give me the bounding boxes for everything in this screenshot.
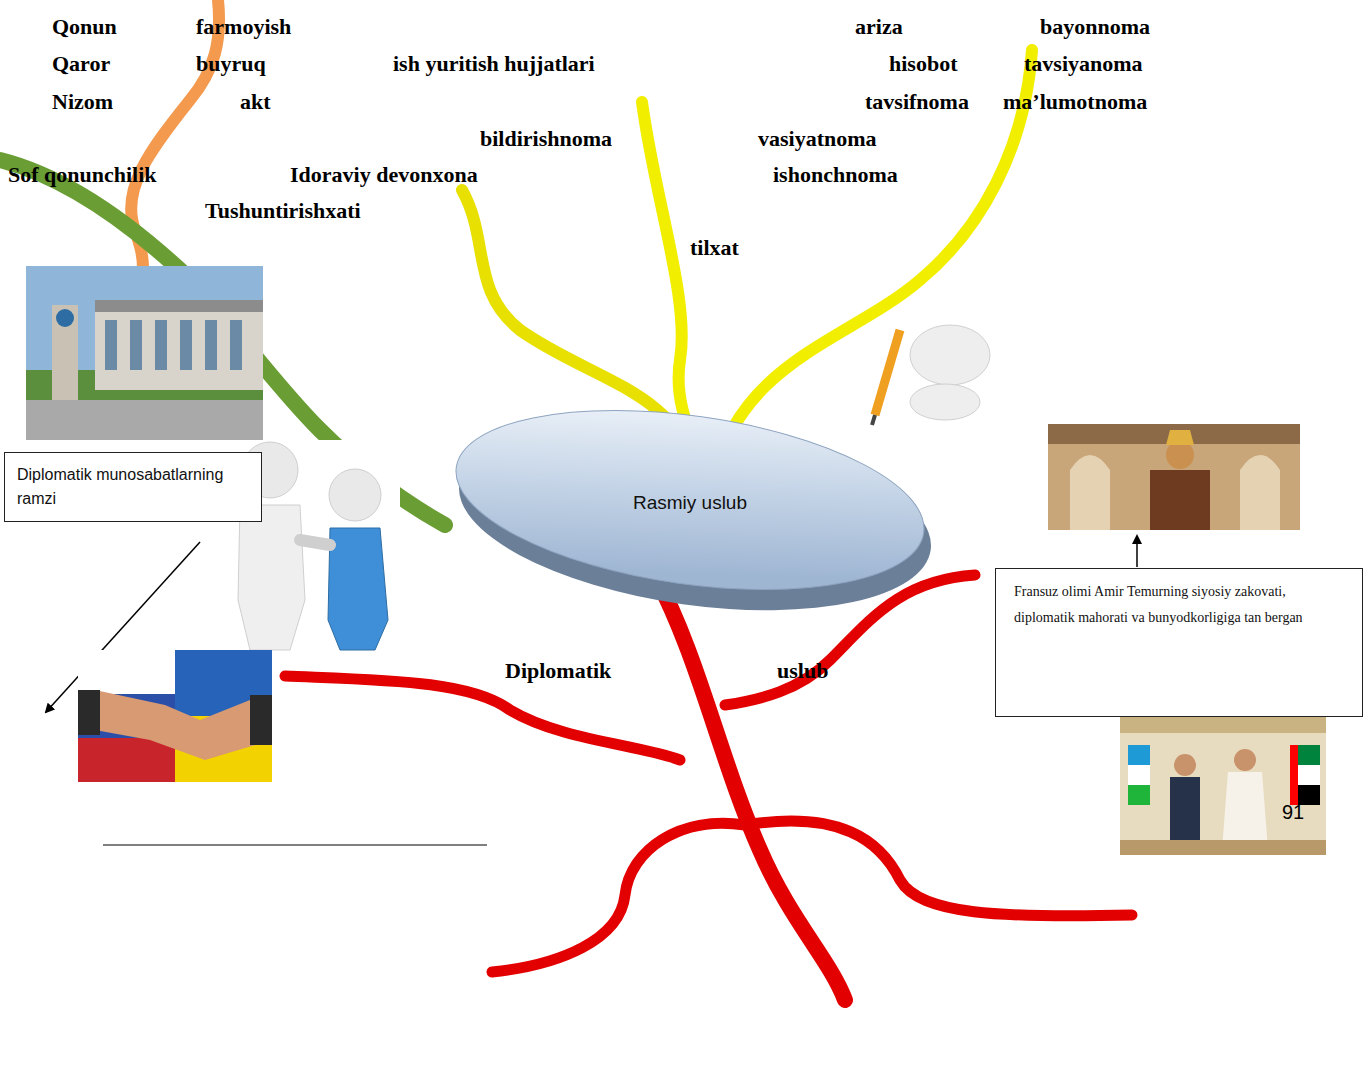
mind-map-label: tavsifnoma xyxy=(865,89,969,115)
callout-text: Diplomatik munosabatlarning ramzi xyxy=(17,463,249,511)
red-ribbon xyxy=(655,575,845,1000)
mind-map-label: Diplomatik xyxy=(505,658,611,684)
mind-map-label: farmoyish xyxy=(196,14,291,40)
mind-map-label: ma’lumotnoma xyxy=(1003,89,1147,115)
mind-map-label: tavsiyanoma xyxy=(1024,51,1143,77)
mind-map-label: akt xyxy=(240,89,271,115)
mind-map-label: Sof qonunchilik xyxy=(8,162,157,188)
central-ellipse: Rasmiy uslub xyxy=(445,395,935,615)
mind-map-label: hisobot xyxy=(889,51,957,77)
mind-map-label: Idoraviy devonxona xyxy=(290,162,478,188)
building-photo xyxy=(26,266,263,440)
callout-arrow xyxy=(1136,536,1138,567)
orange-ribbon xyxy=(131,0,219,268)
mind-map-label: tilxat xyxy=(690,235,739,261)
mind-map-label: bildirishnoma xyxy=(480,126,612,152)
mind-map-label: bayonnoma xyxy=(1040,14,1150,40)
mind-map-label: Nizom xyxy=(52,89,113,115)
red-ribbon xyxy=(745,821,1132,916)
red-ribbon xyxy=(285,676,680,760)
callout-text: Fransuz olimi Amir Temurning siyosiy zak… xyxy=(1014,579,1344,631)
mind-map-label: Tushuntirishxati xyxy=(205,198,361,224)
callout-box: Diplomatik munosabatlarning ramzi xyxy=(4,452,262,522)
ellipse-title: Rasmiy uslub xyxy=(445,492,935,514)
mind-map-label: uslub xyxy=(777,658,828,684)
mind-map-label: ishonchnoma xyxy=(773,162,898,188)
amir-temur-picture xyxy=(1048,424,1300,530)
mind-map-label: Qonun xyxy=(52,14,117,40)
mind-map-label: vasiyatnoma xyxy=(758,126,877,152)
red-ribbon xyxy=(492,823,745,972)
pencil-figure xyxy=(872,325,990,425)
mind-map-label: ariza xyxy=(855,14,903,40)
footnote-rule xyxy=(103,845,487,846)
handshake-flags-photo xyxy=(78,650,272,782)
yellow-ribbon xyxy=(712,50,1032,482)
mind-map-label: ish yuritish hujjatlari xyxy=(393,51,595,77)
leaders-photo xyxy=(1120,717,1326,855)
mind-map-label: buyruq xyxy=(196,51,266,77)
page-number: 91 xyxy=(1282,799,1304,825)
mind-map-label: Qaror xyxy=(52,51,110,77)
callout-box: Fransuz olimi Amir Temurning siyosiy zak… xyxy=(995,568,1363,717)
